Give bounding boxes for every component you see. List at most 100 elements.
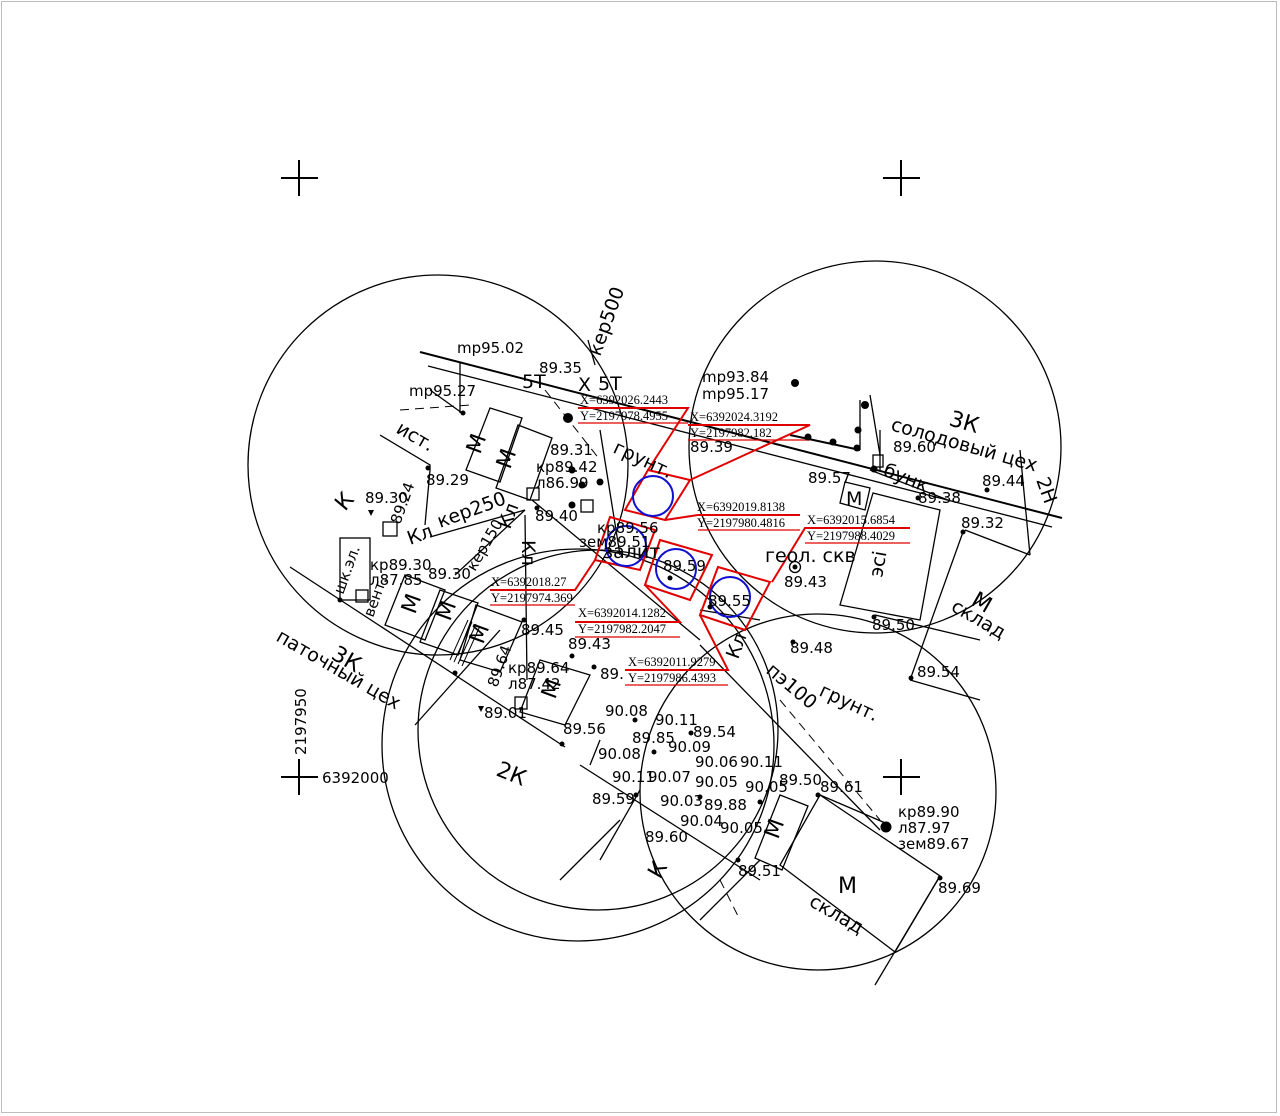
survey-circles [247, 260, 1062, 971]
label-geol: геол. скв [765, 545, 856, 567]
elev-8935: 89.35 [539, 359, 582, 377]
callout-6-x: X=6392014.1282 [578, 606, 666, 620]
callout-5-y: Y=2197974.369 [491, 591, 573, 605]
elev-kr8930: кр89.30 [370, 556, 432, 574]
label-k-south: К [644, 857, 674, 883]
label-sklad-south-kind: М [838, 874, 857, 899]
elev-8901: 89.01 [484, 704, 527, 722]
elev-8938: 89.38 [918, 489, 961, 507]
elev-9008b: 90.08 [598, 745, 641, 763]
elev-9003: 90.03 [660, 792, 703, 810]
grid-easting-label: 2197950 [292, 688, 310, 755]
elev-kr8942: кр89.42 [536, 458, 598, 476]
elev-8961: 89.61 [820, 778, 863, 796]
elev-9006: 90.06 [695, 753, 738, 771]
elev-9005c: 90.05 [745, 778, 788, 796]
elev-zem8967: зем89.67 [898, 835, 969, 853]
elev-9011b: 90.11 [612, 768, 655, 786]
elev-8960a: 89.60 [893, 438, 936, 456]
coordinate-callouts: X=6392026.2443 Y=2197978.4955 X=6392024.… [491, 393, 896, 685]
label-esi: эсі [865, 549, 891, 579]
linework [289, 339, 1063, 986]
well-markers [605, 475, 751, 618]
elev-l8797: л87.97 [898, 819, 951, 837]
elev-9011a: 90.11 [655, 711, 698, 729]
elev-mr9527: mp95.27 [409, 382, 476, 400]
elev-8955: 89.55 [708, 592, 751, 610]
elev-8932: 89.32 [961, 514, 1004, 532]
elev-8957: 89.57 [808, 469, 851, 487]
elev-8929: 89.29 [426, 471, 469, 489]
elev-8985: 89.85 [632, 729, 675, 747]
callout-6-y: Y=2197982.2047 [578, 622, 666, 636]
elev-8960b: 89.60 [645, 828, 688, 846]
label-m-1: М [462, 431, 492, 457]
elev-l8785: л87.85 [370, 571, 423, 589]
elev-8930a: 89.30 [365, 489, 408, 507]
elev-8948: 89.48 [790, 639, 833, 657]
label-m-7: М [760, 816, 790, 842]
label-m-2: М [492, 446, 522, 472]
label-m-5: М [465, 621, 495, 647]
elev-l8699: л86.99 [536, 474, 589, 492]
elev-8950a: 89.50 [872, 616, 915, 634]
elev-8943a: 89.43 [784, 573, 827, 591]
label-2k: 2К [493, 757, 530, 791]
elev-8954a: 89.54 [917, 663, 960, 681]
elev-zem8951: зем89.51 [579, 533, 650, 551]
coordinate-leaders [490, 407, 910, 686]
elev-8988: 89.88 [704, 796, 747, 814]
elev-8950b: 89.50 [779, 771, 822, 789]
label-kl-4: Кл [722, 630, 751, 662]
grid-crosses [281, 160, 920, 795]
elev-mr9517: mp95.17 [702, 385, 769, 403]
elev-kr8956: кр89.56 [597, 519, 659, 537]
callout-1-x: X=6392026.2443 [580, 393, 668, 407]
label-ist: ист. [393, 417, 439, 456]
callout-1-y: Y=2197978.4955 [580, 409, 668, 423]
elev-8969: 89.69 [938, 879, 981, 897]
label-5t-a: 5Т [522, 371, 546, 393]
elev-l8742: л87.42 [508, 675, 561, 693]
callout-4-x: X=6392015.6854 [807, 513, 896, 527]
elev-9008a: 90.08 [605, 702, 648, 720]
callout-7-y: Y=2197986.4393 [628, 671, 716, 685]
elev-kr8990: кр89.90 [898, 803, 960, 821]
callout-2-x: X=6392024.3192 [690, 410, 778, 424]
elev-9007: 90.07 [648, 768, 691, 786]
elev-8931: 89.31 [550, 441, 593, 459]
elev-mr9502: mp95.02 [457, 339, 524, 357]
elev-8940: 89.40 [535, 507, 578, 525]
label-pe100: пэ100 [762, 659, 821, 714]
elev-89: 89. [600, 665, 624, 683]
callout-3-x: X=6392019.8138 [697, 500, 785, 514]
label-m-8: М [846, 488, 862, 510]
elev-8951: 89.51 [738, 862, 781, 880]
callout-3-y: Y=2197980.4816 [697, 516, 785, 530]
label-kl-1: Кл [404, 520, 436, 549]
elev-9011c: 90.11 [740, 753, 783, 771]
elev-8939: 89.39 [690, 438, 733, 456]
label-m-3: М [397, 591, 427, 617]
elev-8959b: 89.59 [592, 790, 635, 808]
callout-2-y: Y=2197982.182 [690, 426, 772, 440]
callout-5-x: X=6392018.27 [491, 575, 566, 589]
callout-7-x: X=6392011.9279 [628, 655, 716, 669]
label-m-4: М [432, 598, 462, 624]
elev-kr8964: кр89.64 [508, 659, 570, 677]
label-grunt-south: грунт. [816, 680, 882, 726]
label-shkel: шк.эл. [330, 543, 364, 596]
elev-8943b: 89.43 [568, 635, 611, 653]
label-zalit: залит [603, 541, 660, 563]
elev-8944: 89.44 [982, 472, 1025, 490]
grid-northing-label: 6392000 [322, 769, 389, 787]
elev-8959a: 89.59 [663, 557, 706, 575]
label-solod-floors: 2Н [1031, 474, 1061, 506]
elev-8956: 89.56 [563, 720, 606, 738]
elev-9004: 90.04 [680, 812, 723, 830]
label-x: X [578, 374, 591, 396]
elev-8945: 89.45 [521, 621, 564, 639]
